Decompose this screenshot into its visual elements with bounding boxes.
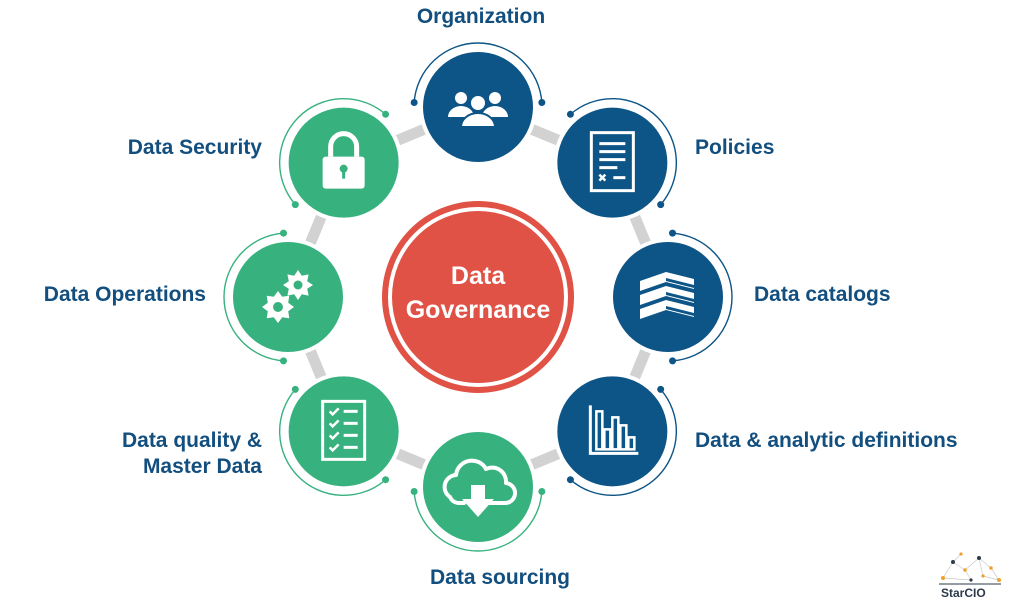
data-security-ring-dot	[382, 110, 390, 118]
nodes	[229, 48, 727, 546]
policies-ring-dot	[657, 201, 665, 209]
logo-text: StarCIO	[941, 586, 986, 600]
label-data-quality-line2: Master Data	[142, 455, 262, 478]
label-data-catalogs: Data catalogs	[754, 283, 891, 306]
data-operations-ring-dot	[279, 357, 287, 365]
center-hub: Data Governance	[382, 201, 574, 393]
organization-ring-dot	[538, 98, 546, 106]
data-security-ring	[278, 97, 387, 206]
analytic-defs-ring-dot	[657, 385, 665, 393]
label-policies: Policies	[695, 136, 775, 159]
data-catalogs-ring	[672, 232, 733, 362]
node-data-catalogs	[609, 238, 727, 356]
label-data-quality: Data quality & Master Data	[122, 428, 262, 480]
data-catalogs-ring-dot	[669, 357, 677, 365]
books-icon	[640, 272, 694, 319]
policies-ring-dot	[566, 110, 574, 118]
node-policies-circle	[557, 107, 668, 218]
data-quality-ring-dot	[291, 385, 299, 393]
node-organization	[419, 48, 537, 166]
data-operations-ring	[223, 232, 284, 362]
node-data-catalogs-circle	[613, 242, 723, 352]
bar-chart-icon	[588, 405, 639, 455]
data-quality-ring-dot	[382, 476, 390, 484]
outer-rings	[223, 42, 733, 552]
starcio-logo	[939, 552, 1001, 585]
data-operations-ring-dot	[279, 229, 287, 237]
analytic-defs-ring	[569, 388, 678, 497]
node-analytic-defs	[553, 372, 672, 491]
cloud-download-icon	[442, 458, 517, 517]
node-policies	[553, 103, 672, 222]
label-data-quality-line1: Data quality &	[121, 429, 262, 452]
gears-icon	[262, 270, 313, 323]
policies-ring	[569, 97, 678, 206]
node-data-quality-circle	[288, 376, 399, 487]
checklist-icon	[321, 399, 367, 461]
document-icon	[589, 131, 635, 193]
data-security-ring-dot	[291, 201, 299, 209]
label-data-sourcing: Data sourcing	[429, 566, 571, 589]
padlock-icon	[322, 131, 365, 189]
node-data-operations	[229, 238, 347, 356]
label-organization: Organization	[416, 5, 546, 28]
analytic-defs-ring-dot	[566, 476, 574, 484]
data-catalogs-ring-dot	[669, 229, 677, 237]
center-title-line1: Data	[451, 262, 506, 290]
data-quality-ring	[278, 388, 387, 497]
node-data-sourcing	[419, 428, 537, 546]
label-data-security: Data Security	[127, 136, 262, 159]
center-title-line2: Governance	[406, 296, 551, 324]
data-sourcing-ring	[413, 491, 543, 552]
label-data-operations: Data Operations	[43, 283, 206, 306]
data-sourcing-ring-dot	[410, 488, 418, 496]
node-data-security	[284, 103, 403, 222]
node-data-quality	[284, 372, 403, 491]
organization-ring-dot	[410, 98, 418, 106]
data-sourcing-ring-dot	[538, 488, 546, 496]
label-analytic-definitions: Data & analytic definitions	[695, 429, 958, 452]
organization-ring	[413, 42, 543, 103]
people-group-icon	[448, 92, 508, 128]
